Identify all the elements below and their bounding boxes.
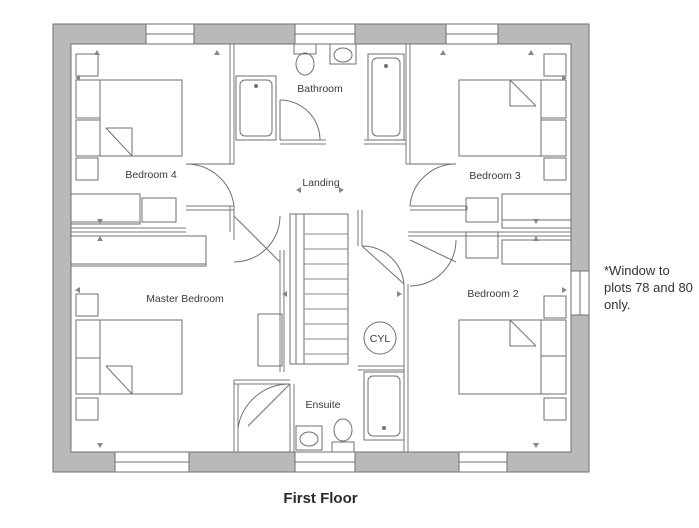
room-label-bathroom: Bathroom (297, 83, 343, 95)
cylinder-label: CYL (370, 333, 391, 345)
doors (185, 99, 457, 429)
room-label-bedroom4: Bedroom 4 (125, 169, 177, 181)
floor-title: First Floor (283, 490, 358, 507)
master-furniture (71, 235, 283, 421)
triangle-markers (75, 50, 567, 448)
room-label-bedroom2: Bedroom 2 (467, 288, 519, 300)
cylinder-icon (363, 321, 397, 355)
window-note: *Window to plots 78 and 80 only. (604, 263, 693, 312)
outer-wall (52, 23, 590, 473)
bedroom2-furniture (458, 231, 571, 421)
room-label-master-bedroom: Master Bedroom (146, 293, 224, 305)
ensuite-fixtures (295, 371, 405, 453)
internal-walls (71, 44, 571, 452)
bedroom4-furniture (71, 53, 183, 225)
room-label-ensuite: Ensuite (305, 399, 340, 411)
room-label-landing: Landing (302, 177, 340, 189)
room-label-bedroom3: Bedroom 3 (469, 170, 521, 182)
windows (114, 23, 590, 473)
bedroom3-furniture (458, 53, 571, 229)
staircase (289, 213, 349, 365)
bathroom-fixtures (235, 43, 405, 141)
